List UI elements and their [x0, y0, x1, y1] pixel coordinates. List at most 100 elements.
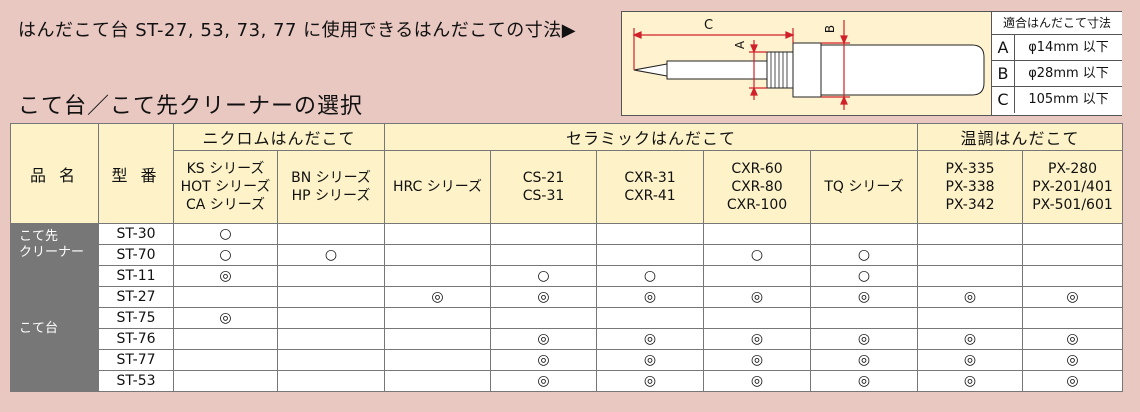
- category-label-line: クリーナー: [19, 244, 85, 260]
- compatibility-mark: ◎: [596, 349, 705, 371]
- series-label: BN シリーズ: [291, 170, 371, 186]
- compatibility-mark: ◎: [490, 328, 598, 350]
- compatibility-mark: ○: [703, 244, 812, 266]
- series-label: CA シリーズ: [185, 197, 266, 213]
- table-row: ST-76◎◎◎◎◎◎: [11, 328, 1124, 350]
- column-header-model: 型 番: [98, 123, 174, 224]
- compatibility-mark: [173, 370, 278, 392]
- soldering-iron-diagram: C A B 適合はんだこて寸法 A φ14mm 以下 B φ28mm 以下 C …: [621, 11, 1122, 116]
- compatibility-mark: [810, 223, 919, 245]
- spec-value: 105mm 以下: [1028, 92, 1109, 107]
- series-label: PX-280: [1047, 161, 1098, 177]
- category-label: こて台: [10, 265, 99, 392]
- compatibility-mark: ○: [173, 223, 278, 245]
- compatibility-mark: [384, 370, 492, 392]
- spec-key: A: [992, 35, 1015, 60]
- compatibility-mark: [596, 307, 705, 329]
- compatibility-mark: [917, 307, 1024, 329]
- model-number: ST-70: [98, 244, 174, 266]
- series-label: CXR-100: [726, 197, 788, 213]
- compatibility-mark: [384, 349, 492, 371]
- compatibility-mark: [276, 328, 386, 350]
- compatibility-mark: ◎: [917, 286, 1024, 308]
- table-row: ST-70○○○○: [11, 244, 1124, 266]
- compatibility-mark: [703, 307, 812, 329]
- compatibility-mark: [276, 349, 386, 371]
- model-number: ST-53: [98, 370, 174, 392]
- spec-row: B φ28mm 以下: [992, 61, 1122, 87]
- compatibility-mark: [173, 328, 278, 350]
- compatibility-mark: ◎: [810, 328, 919, 350]
- spec-row: A φ14mm 以下: [992, 35, 1122, 61]
- series-label: CXR-80: [731, 179, 783, 195]
- compatibility-mark: [173, 349, 278, 371]
- compatibility-mark: [384, 223, 492, 245]
- category-label-line: こて先: [19, 228, 59, 244]
- compatibility-mark: [917, 223, 1024, 245]
- compatibility-mark: [490, 223, 598, 245]
- group-header-ceramic: セラミックはんだこて: [384, 123, 919, 151]
- spec-key: B: [992, 61, 1015, 86]
- compatibility-mark: [1022, 223, 1124, 245]
- compatibility-mark: ◎: [596, 286, 705, 308]
- compatibility-mark: [490, 307, 598, 329]
- table-row: ST-53◎◎◎◎◎◎: [11, 370, 1124, 392]
- table-row: ST-75◎: [11, 307, 1124, 329]
- compatibility-mark: ◎: [917, 349, 1024, 371]
- section-title: こて台／こて先クリーナーの選択: [18, 94, 364, 119]
- compatibility-mark: [276, 286, 386, 308]
- series-label: CXR-41: [624, 188, 676, 204]
- compatibility-mark: ◎: [703, 349, 812, 371]
- compatibility-mark: [1022, 265, 1124, 287]
- compatibility-mark: [703, 223, 812, 245]
- spec-title: 適合はんだこて寸法: [992, 12, 1122, 35]
- dimension-a-label: A: [733, 40, 748, 50]
- category-label: こて先クリーナー: [10, 223, 99, 266]
- compatibility-mark: [596, 244, 705, 266]
- series-label: HOT シリーズ: [180, 179, 271, 195]
- series-label: PX-338: [945, 179, 995, 195]
- compatibility-mark: [917, 244, 1024, 266]
- compatibility-mark: [596, 223, 705, 245]
- compatibility-mark: [384, 307, 492, 329]
- compatibility-mark: ◎: [384, 286, 492, 308]
- compatibility-mark: ◎: [596, 328, 705, 350]
- table-row: ST-27◎◎◎◎◎◎◎: [11, 286, 1124, 308]
- soldering-iron-drawing: [632, 20, 985, 110]
- spec-table: 適合はんだこて寸法 A φ14mm 以下 B φ28mm 以下 C 105mm …: [991, 12, 1122, 115]
- compatibility-mark: ◎: [173, 307, 278, 329]
- compatibility-mark: [810, 307, 919, 329]
- compatibility-table: 品 名 型 番 ニクロムはんだこて セラミックはんだこて 温調はんだこて KS …: [10, 123, 1124, 392]
- series-label: PX-201/401: [1032, 179, 1113, 195]
- compatibility-mark: ◎: [490, 370, 598, 392]
- compatibility-mark: ○: [810, 265, 919, 287]
- compatibility-mark: ◎: [703, 370, 812, 392]
- compatibility-mark: ◎: [173, 265, 278, 287]
- model-number: ST-27: [98, 286, 174, 308]
- category-label-line: こて台: [19, 320, 59, 336]
- series-label: PX-501/601: [1032, 197, 1113, 213]
- compatibility-mark: ◎: [490, 349, 598, 371]
- headline: はんだこて台 ST-27, 53, 73, 77 に使用できるはんだこての寸法▶: [18, 20, 577, 41]
- compatibility-mark: [276, 265, 386, 287]
- compatibility-mark: ◎: [810, 349, 919, 371]
- compatibility-mark: [173, 286, 278, 308]
- compatibility-mark: ◎: [490, 286, 598, 308]
- dimension-c-label: C: [704, 18, 714, 33]
- group-header-temperature-controlled: 温調はんだこて: [917, 123, 1124, 151]
- table-row: ST-77◎◎◎◎◎◎: [11, 349, 1124, 371]
- compatibility-mark: [276, 370, 386, 392]
- spec-value: φ28mm 以下: [1028, 66, 1109, 81]
- compatibility-mark: ◎: [1022, 286, 1124, 308]
- spec-row: C 105mm 以下: [992, 87, 1122, 113]
- compatibility-mark: ○: [596, 265, 705, 287]
- compatibility-mark: [384, 328, 492, 350]
- compatibility-mark: [276, 223, 386, 245]
